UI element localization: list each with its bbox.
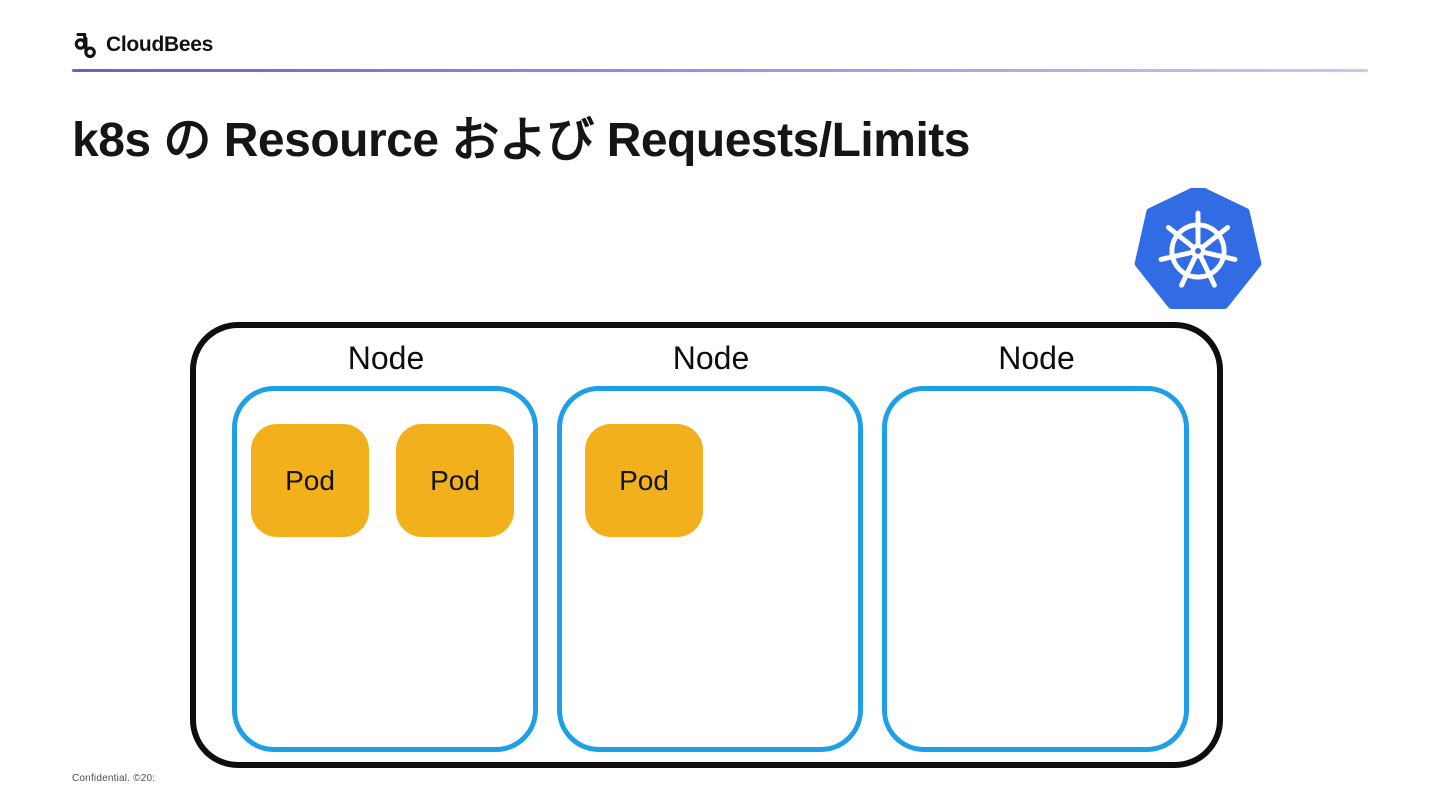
- cloudbees-logo: CloudBees: [72, 30, 213, 60]
- confidential-footer: Confidential. ©20:: [72, 773, 156, 784]
- header-accent-rule: [72, 69, 1368, 72]
- node-label: Node: [998, 340, 1075, 376]
- node-box-2: Pod: [557, 386, 863, 752]
- page-title: k8s の Resource および Requests/Limits: [72, 114, 970, 167]
- node-box-3: [882, 386, 1189, 752]
- brand-name: CloudBees: [106, 33, 213, 56]
- node-label: Node: [672, 340, 750, 376]
- pod-box: Pod: [251, 424, 369, 537]
- cloudbees-mark-icon: [72, 30, 99, 60]
- pod-box: Pod: [396, 424, 514, 537]
- node-label: Node: [347, 340, 425, 376]
- node-box-1: Pod Pod: [232, 386, 538, 752]
- kubernetes-helm-icon: [1134, 185, 1262, 312]
- pod-box: Pod: [585, 424, 703, 537]
- cluster-box: Node Node Node Pod Pod Pod: [190, 322, 1223, 768]
